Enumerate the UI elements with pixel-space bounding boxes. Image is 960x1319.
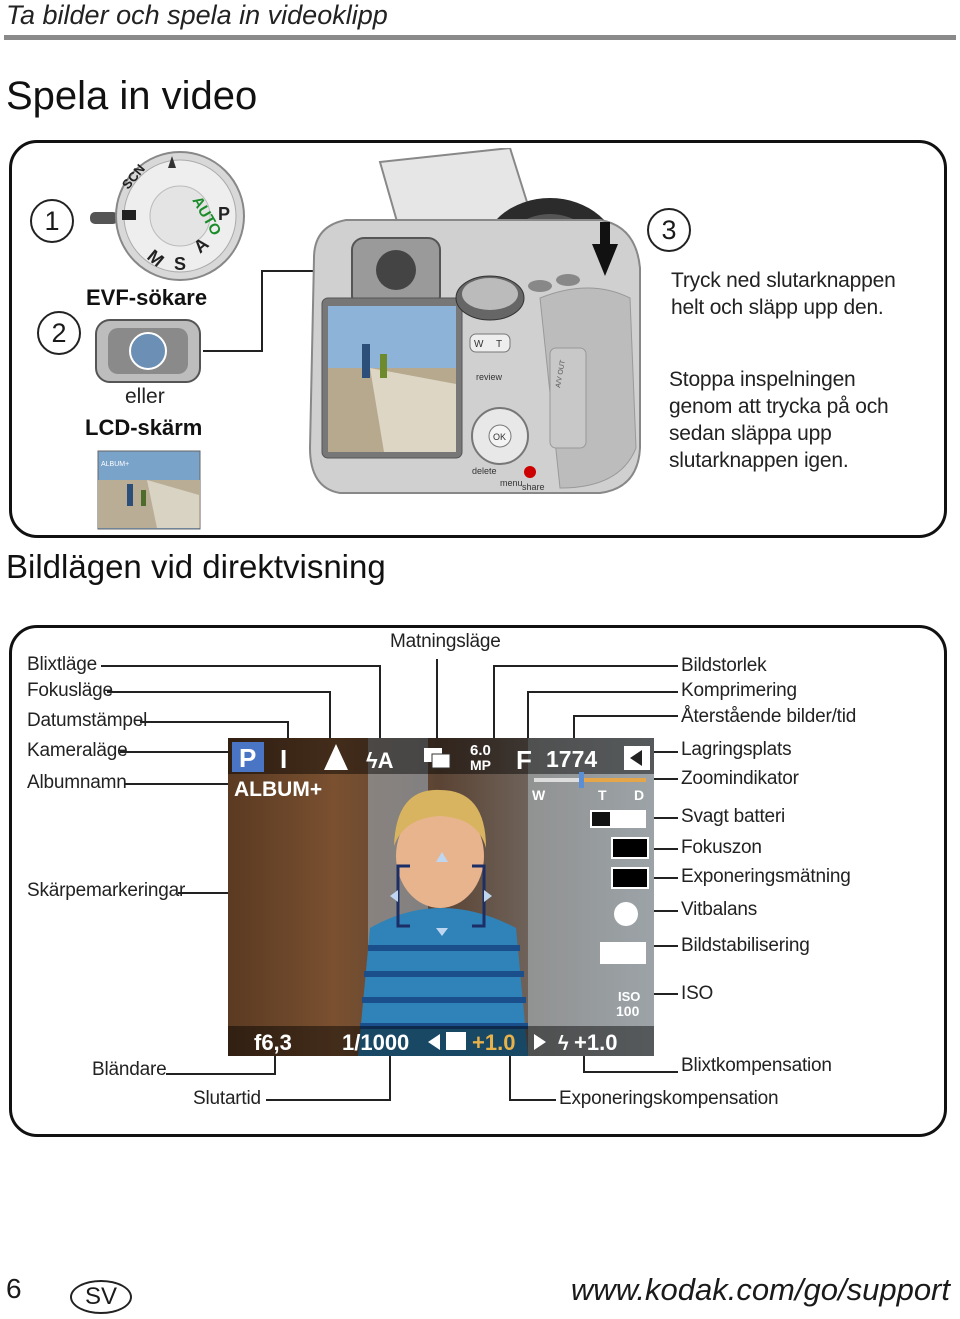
- label-exposure-metering: Exponeringsmätning: [681, 866, 851, 887]
- step-1-number: 1: [30, 199, 74, 243]
- label-low-battery: Svagt batteri: [681, 806, 786, 827]
- osd-flash-comp-icon: ϟ: [558, 1033, 569, 1055]
- page-number: 6: [6, 1273, 22, 1304]
- label-storage: Lagringsplats: [681, 739, 792, 760]
- label-white-balance: Vitbalans: [681, 899, 758, 920]
- camera-av-out-label: A/V OUT: [555, 359, 567, 389]
- label-focus-mode: Fokusläge: [27, 680, 113, 701]
- mode-dial-illustration: AUTO P A S M SCN: [90, 151, 245, 281]
- language-badge: SV: [70, 1280, 132, 1314]
- osd-megapixels-bottom: MP: [470, 757, 491, 773]
- support-url[interactable]: www.kodak.com/go/support: [570, 1272, 950, 1307]
- stop-text-line4: slutarknappen igen.: [669, 449, 849, 472]
- label-compression: Komprimering: [681, 680, 797, 701]
- label-exposure-comp: Exponeringskompensation: [559, 1088, 779, 1109]
- label-flash-mode: Blixtläge: [27, 654, 98, 675]
- osd-megapixels-top: 6.0: [470, 742, 491, 759]
- label-iso: ISO: [681, 983, 714, 1004]
- label-focus-brackets: Skärpemarkeringar: [27, 880, 186, 901]
- stop-text-line3: sedan släppa upp: [669, 422, 832, 445]
- osd-zoom-w: W: [532, 787, 546, 803]
- label-picture-size: Bildstorlek: [681, 655, 767, 676]
- running-header: Ta bilder och spela in videoklipp: [6, 0, 388, 30]
- label-camera-mode: Kameraläge: [27, 740, 128, 761]
- lcd-album-label: ALBUM+: [101, 461, 129, 468]
- osd-iso-top: ISO: [618, 989, 640, 1004]
- evf-label: EVF-sökare: [86, 285, 208, 310]
- lcd-label: LCD-skärm: [85, 415, 203, 440]
- osd-focus-icon: I: [280, 744, 287, 774]
- osd-aperture: f6,3: [254, 1030, 292, 1055]
- label-flash-comp: Blixtkompensation: [681, 1055, 832, 1076]
- osd-zoom-t: T: [598, 787, 607, 803]
- label-focus-zone: Fokuszon: [681, 837, 762, 858]
- liveview-screen: P I ϟA 6.0 MP F 1774 ALBUM+ W T D ISO 10…: [228, 738, 654, 1056]
- video-steps-panel: [9, 140, 947, 538]
- camera-menu-label: menu: [500, 478, 523, 488]
- connector-line: [261, 270, 317, 272]
- label-zoom-indicator: Zoomindikator: [681, 768, 799, 789]
- osd-mode: P: [239, 743, 256, 773]
- osd-zoom-d: D: [634, 787, 644, 803]
- camera-review-label: review: [476, 372, 503, 382]
- osd-remaining: 1774: [546, 746, 597, 772]
- camera-w-label: W: [474, 339, 484, 350]
- lcd-preview-thumbnail: ALBUM+: [97, 450, 201, 530]
- stop-text-line1: Stoppa inspelningen: [669, 368, 856, 391]
- evf-eyepiece-illustration: [95, 319, 201, 383]
- label-shutter: Slutartid: [193, 1088, 261, 1109]
- label-image-stabilization: Bildstabilisering: [681, 935, 810, 956]
- label-drive-mode: Matningsläge: [390, 631, 501, 652]
- osd-shutter: 1/1000: [342, 1030, 409, 1055]
- osd-flash-icon: ϟA: [366, 748, 394, 773]
- camera-share-label: share: [522, 482, 545, 492]
- camera-back-illustration: W T review OK delete menu share A/V OUT: [308, 148, 641, 494]
- label-remaining: Återstående bilder/tid: [681, 706, 857, 727]
- step-3-number: 3: [647, 208, 691, 252]
- step-3-text-line1: Tryck ned slutarknappen: [671, 269, 896, 292]
- or-label: eller: [125, 385, 165, 408]
- osd-album: ALBUM+: [234, 778, 322, 801]
- osd-flash-comp: +1.0: [574, 1030, 617, 1055]
- label-aperture: Bländare: [92, 1059, 167, 1080]
- step-3-text-line2: helt och släpp upp den.: [671, 296, 884, 319]
- camera-delete-label: delete: [472, 466, 497, 476]
- connector-line: [261, 270, 263, 352]
- header-rule: [4, 35, 956, 40]
- section-title-video: Spela in video: [6, 74, 258, 118]
- camera-ok-label: OK: [493, 432, 506, 442]
- osd-landscape-icon: [324, 744, 348, 770]
- camera-t-label: T: [496, 339, 502, 350]
- osd-ev: +1.0: [472, 1030, 515, 1055]
- stop-text-line2: genom att trycka på och: [669, 395, 889, 418]
- label-date-stamp: Datumstämpel: [27, 710, 148, 731]
- step-2-number: 2: [37, 311, 81, 355]
- osd-compression: F: [516, 745, 532, 775]
- liveview-panel: [9, 625, 947, 1137]
- section-title-liveview: Bildlägen vid direktvisning: [6, 548, 386, 585]
- osd-iso-bottom: 100: [616, 1003, 640, 1019]
- dial-p-label: P: [218, 204, 230, 224]
- label-album-name: Albumnamn: [27, 772, 127, 793]
- connector-line: [203, 350, 261, 352]
- dial-s-label: S: [174, 254, 186, 274]
